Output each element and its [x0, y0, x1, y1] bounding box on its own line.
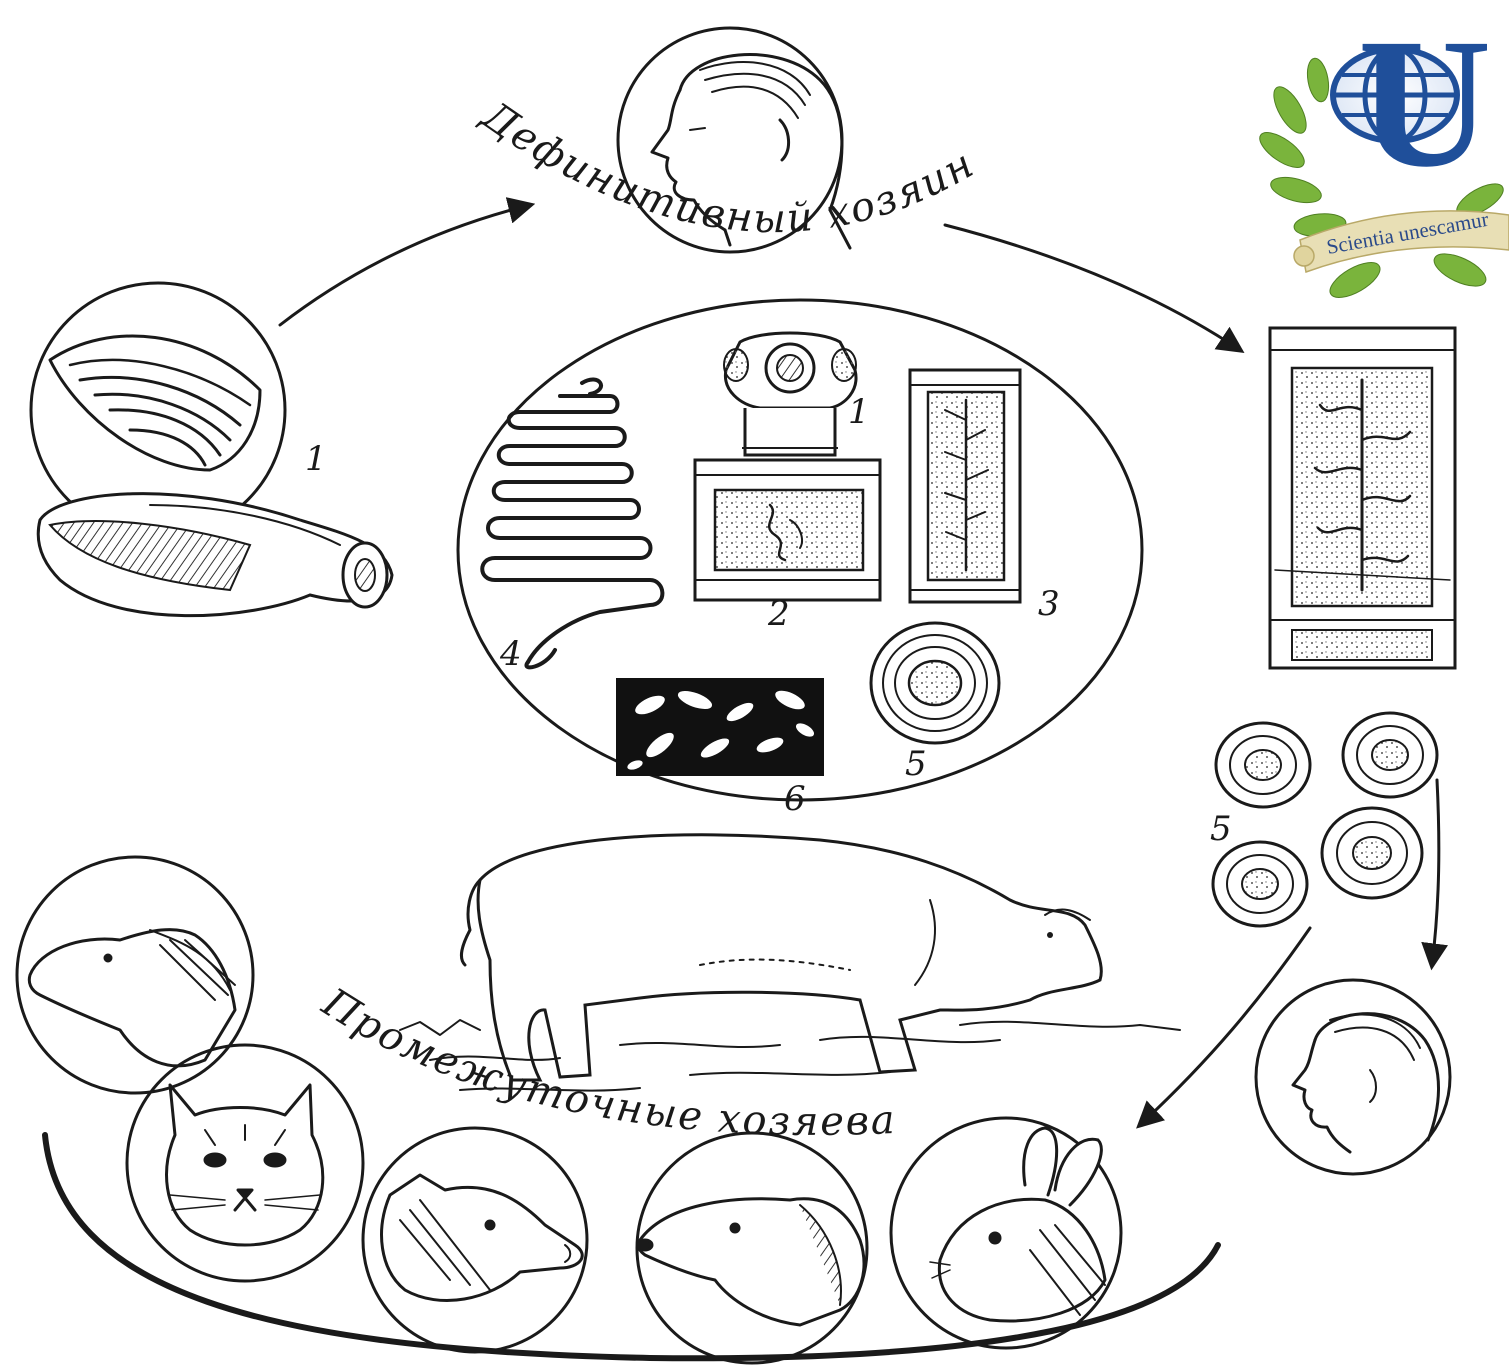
- logo-letter: U: [1358, 1, 1492, 206]
- animal-sheep: [17, 857, 253, 1093]
- rabbit-icon: [930, 1128, 1105, 1321]
- pig-icon: [461, 835, 1101, 1080]
- stage-number-proglottid-gravid: 3: [1038, 584, 1060, 624]
- stages-circle: 4 1 2 3: [458, 300, 1142, 819]
- finns-icon: [616, 678, 824, 776]
- cat-icon: [167, 1085, 323, 1245]
- stage-number-meat: 1: [305, 439, 327, 479]
- muscle-fiber-icon: [50, 336, 260, 470]
- human-secondary-head: [1256, 980, 1450, 1174]
- dog-icon: [638, 1199, 864, 1325]
- stage-number-proglottid-mature: 2: [767, 594, 790, 634]
- infected-meat: 1: [31, 283, 392, 616]
- animal-rabbit: [891, 1118, 1121, 1348]
- arrow-meat-to-host: [280, 205, 530, 325]
- egg-icon: [1322, 808, 1422, 898]
- stage-number-scolex: 1: [848, 392, 870, 432]
- stage-number-egg: 5: [905, 744, 927, 784]
- arrow-host-to-proglottid: [945, 225, 1240, 350]
- egg-icon: [871, 623, 999, 743]
- human-head-icon: [1293, 1014, 1439, 1152]
- egg-icon: [1343, 713, 1437, 797]
- stage-number-eggs-group: 5: [1210, 809, 1232, 849]
- intermediate-hosts-label: Промежуточные хозяева: [314, 979, 898, 1145]
- meat-cut-icon: [38, 494, 392, 616]
- eggs-group: 5: [1210, 713, 1437, 926]
- proglottid-mature-icon: [695, 460, 880, 600]
- animal-boar: [363, 1128, 587, 1352]
- university-logo: U Scientia unescamur: [1254, 1, 1509, 304]
- proglottid-gravid-icon: [910, 370, 1020, 602]
- definitive-host-label: Дефинитивный хозяин: [472, 91, 983, 242]
- stage-number-worm: 4: [499, 634, 522, 674]
- animal-dog: [637, 1133, 867, 1363]
- boar-icon: [382, 1175, 583, 1300]
- arrow-eggs-to-human: [1432, 780, 1439, 965]
- tapeworm-whole-icon: [482, 379, 662, 667]
- stage-number-finns: 6: [784, 779, 806, 819]
- scolex-icon: [724, 333, 856, 455]
- egg-icon: [1213, 842, 1307, 926]
- egg-icon: [1216, 723, 1310, 807]
- animal-cat: [127, 1045, 363, 1281]
- arrow-eggs-to-intermediate: [1140, 928, 1310, 1125]
- sheep-icon: [29, 930, 235, 1066]
- proglottid-large: [1270, 328, 1455, 668]
